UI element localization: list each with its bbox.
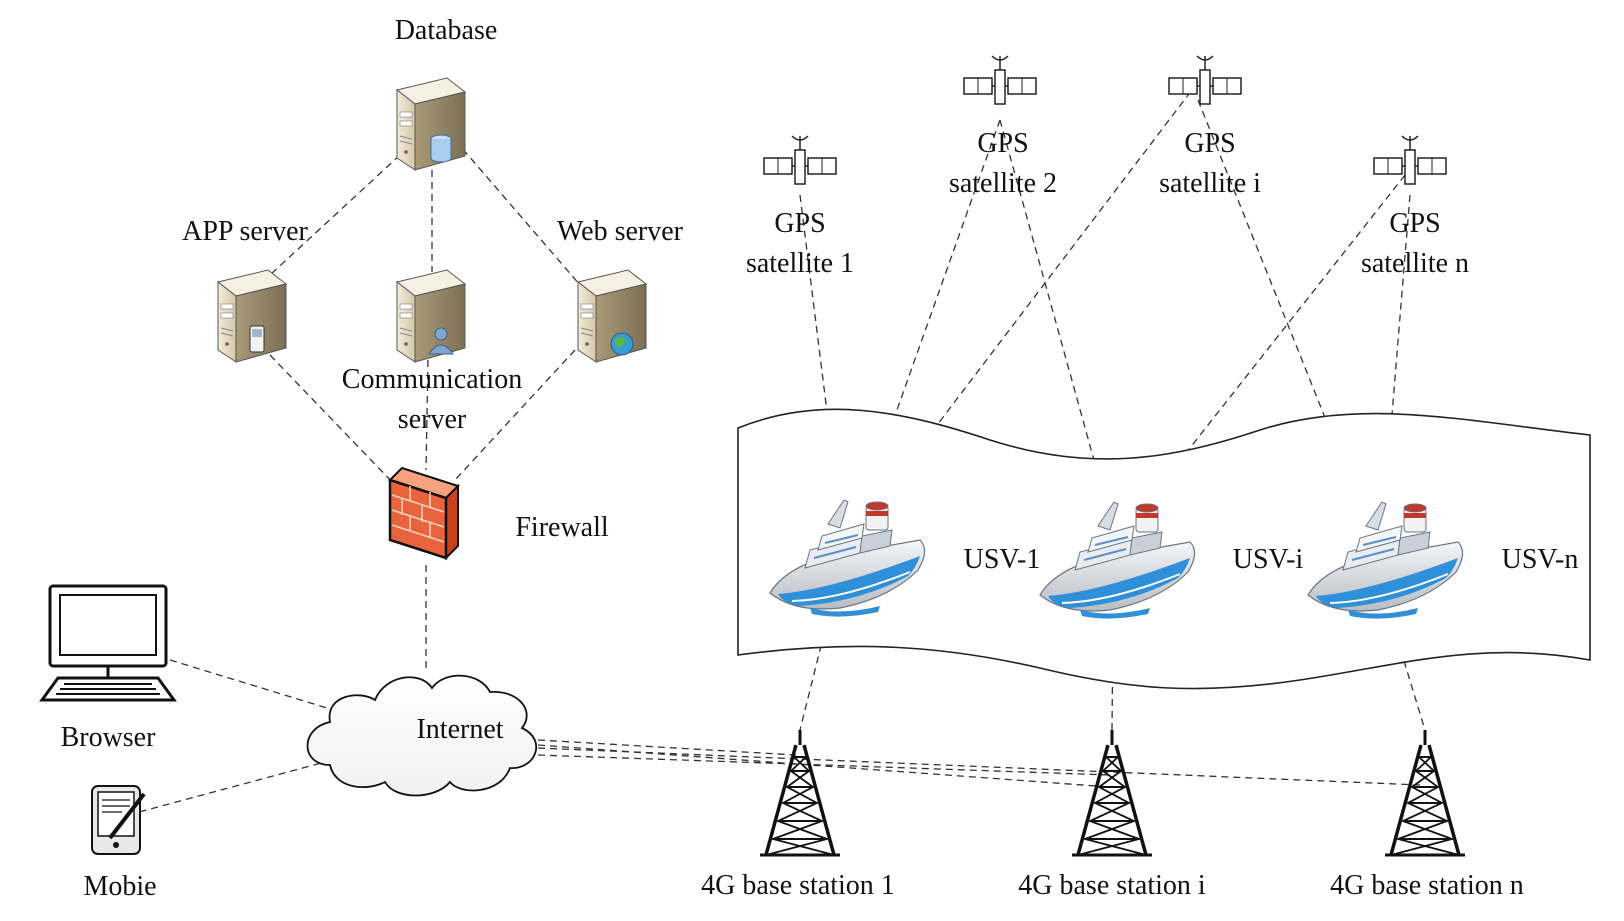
communication-server-icon (396, 269, 466, 363)
base-station-n-tower-icon (1383, 728, 1467, 857)
satellite-2-label-line1: GPS (977, 128, 1028, 159)
firewall-label: Firewall (515, 512, 609, 543)
usv-n-label: USV-n (1502, 544, 1579, 575)
satellite-n-icon (1373, 135, 1447, 185)
communication-server-label-line1: Communication (342, 364, 522, 395)
browser-label: Browser (61, 722, 157, 753)
communication-server-label-line2: server (398, 404, 467, 435)
satellite-1-icon (763, 135, 837, 185)
base-station-i-tower-icon (1070, 728, 1154, 857)
text-labels: Database APP server Web server Communica… (61, 15, 1579, 902)
internet-cloud-icon (306, 674, 538, 797)
mobile-label: Mobie (83, 871, 156, 902)
app-server-icon (217, 269, 287, 363)
base-station-1-tower-icon (758, 728, 842, 857)
satellite-i-label-line2: satellite i (1159, 168, 1261, 199)
firewall-icon (388, 466, 460, 561)
satellite-i-label-line1: GPS (1184, 128, 1235, 159)
satellite-i-icon (1168, 55, 1242, 105)
usv-i-label: USV-i (1233, 544, 1304, 575)
web-server-label: Web server (557, 216, 684, 247)
base-station-i-label: 4G base station i (1018, 870, 1206, 901)
internet-label: Internet (416, 714, 503, 745)
satellite-n-label-line2: satellite n (1361, 248, 1469, 279)
app-server-label: APP server (182, 216, 308, 247)
web-server-icon (577, 269, 647, 363)
database-server-icon (396, 77, 466, 171)
satellite-1-label-line1: GPS (774, 208, 825, 239)
base-station-1-label: 4G base station 1 (701, 870, 895, 901)
base-station-n-label: 4G base station n (1330, 870, 1524, 901)
laptop-icon (39, 584, 177, 702)
satellite-2-icon (963, 55, 1037, 105)
satellite-1-label-line2: satellite 1 (746, 248, 854, 279)
satellite-n-label-line1: GPS (1389, 208, 1440, 239)
pda-icon (91, 785, 146, 855)
database-label: Database (395, 15, 498, 46)
usv-1-label: USV-1 (964, 544, 1041, 575)
satellite-2-label-line2: satellite 2 (949, 168, 1057, 199)
